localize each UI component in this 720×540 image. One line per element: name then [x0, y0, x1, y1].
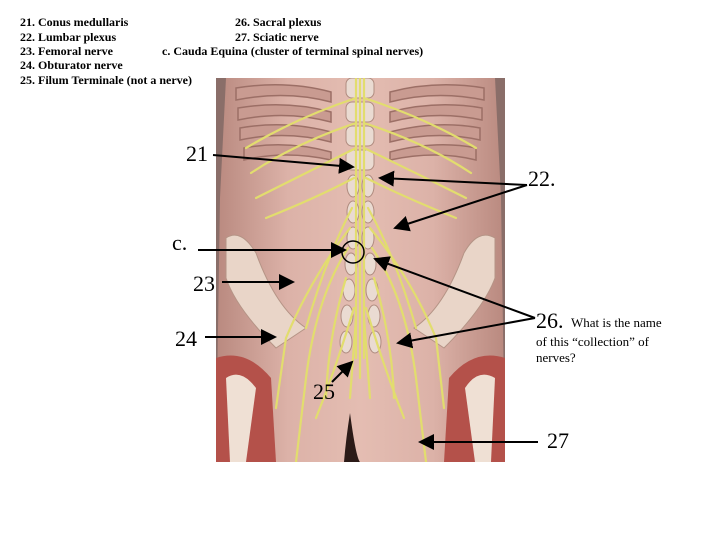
left-femur — [226, 374, 256, 462]
label-25: 25 — [313, 379, 335, 404]
legend-item-25: 25. Filum Terminale (not a nerve) — [20, 73, 192, 87]
legend-item-26: 26. Sacral plexus — [235, 15, 322, 29]
question-inline: What is the name — [571, 315, 662, 330]
label-26: 26. — [536, 308, 564, 333]
label-27: 27 — [547, 428, 569, 453]
legend-item-24: 24. Obturator nerve — [20, 58, 123, 72]
legend-item-21: 21. Conus medullaris — [20, 15, 129, 29]
label-23: 23 — [193, 271, 215, 296]
label-24: 24 — [175, 326, 197, 351]
label-21: 21 — [186, 141, 208, 166]
label-22: 22. — [528, 166, 556, 191]
label-c: c. — [172, 230, 188, 255]
legend-item-cauda: c. Cauda Equina (cluster of terminal spi… — [162, 44, 424, 58]
legend-item-23: 23. Femoral nerve — [20, 44, 113, 58]
question-rest: of this “collection” of nerves? — [536, 334, 649, 365]
legend-item-27: 27. Sciatic nerve — [235, 30, 319, 44]
buttock-cleft — [344, 413, 360, 462]
left-iliac-bone — [225, 234, 307, 349]
legend-item-22: 22. Lumbar plexus — [20, 30, 117, 44]
anatomy-model-image — [216, 78, 505, 462]
right-femur — [465, 374, 495, 462]
